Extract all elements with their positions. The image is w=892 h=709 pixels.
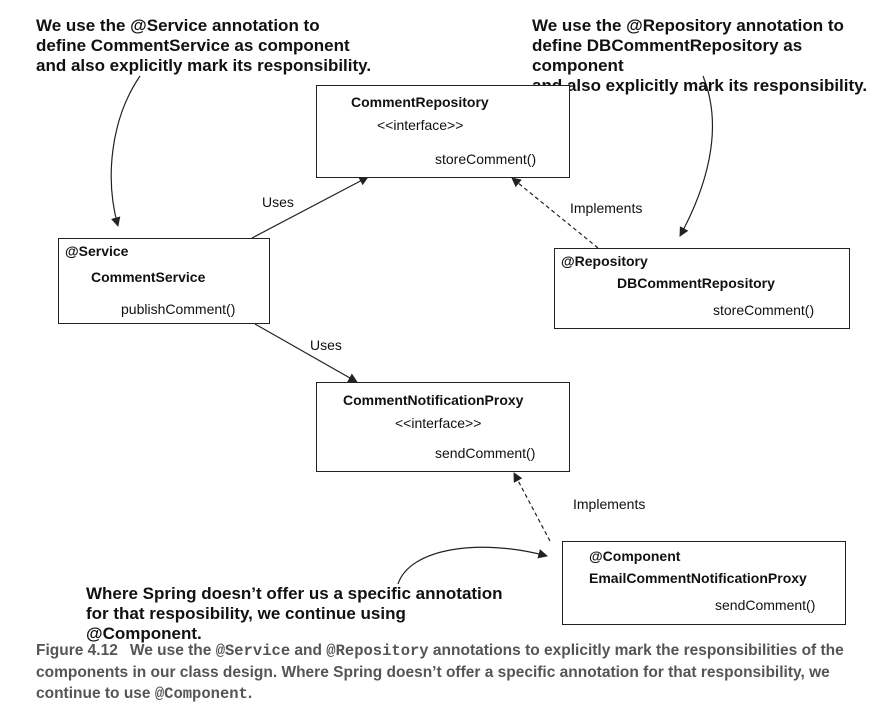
caption-text: . (247, 685, 253, 702)
method-name: storeComment() (435, 151, 537, 167)
callout-curve-component (397, 546, 548, 585)
implements-arrow-repository (511, 177, 599, 249)
method-name: sendComment() (435, 445, 536, 461)
service-annotation-note: We use the @Service annotation to define… (36, 16, 372, 75)
class-name: CommentRepository (351, 94, 489, 110)
uses-label: Uses (310, 337, 342, 353)
implements-label: Implements (573, 496, 646, 512)
implements-label: Implements (570, 200, 643, 216)
class-name: EmailCommentNotificationProxy (589, 570, 807, 586)
caption-code: @Repository (326, 642, 429, 660)
email-comment-notification-proxy-box: @Component EmailCommentNotificationProxy… (562, 541, 846, 625)
implements-arrow-notification-proxy (513, 472, 551, 542)
callout-curve-service (110, 75, 141, 227)
class-name: CommentService (91, 269, 206, 285)
caption-code: @Component (154, 685, 248, 703)
figure-number: Figure 4.12 (36, 642, 118, 659)
method-name: storeComment() (713, 302, 815, 318)
uses-arrow-repository (251, 176, 369, 239)
class-name: CommentNotificationProxy (343, 392, 524, 408)
comment-repository-box: CommentRepository <<interface>> storeCom… (316, 85, 570, 178)
class-name: DBCommentRepository (617, 275, 775, 291)
db-comment-repository-box: @Repository DBCommentRepository storeCom… (554, 248, 850, 329)
annotation-label: @Repository (561, 253, 648, 269)
stereotype-label: <<interface>> (395, 415, 482, 431)
figure-caption: Figure 4.12 We use the @Service and @Repo… (36, 640, 876, 705)
caption-text: We use the (129, 642, 216, 659)
method-name: sendComment() (715, 597, 816, 613)
caption-text: annotations to explicitly mark the respo… (36, 642, 844, 702)
caption-text: and (290, 642, 327, 659)
component-annotation-note: Where Spring doesn’t offer us a specific… (86, 584, 503, 643)
comment-service-box: @Service CommentService publishComment() (58, 238, 270, 324)
caption-code: @Service (215, 642, 291, 660)
method-name: publishComment() (121, 301, 236, 317)
uses-arrow-notification-proxy (254, 323, 358, 383)
annotation-label: @Component (589, 548, 681, 564)
stereotype-label: <<interface>> (377, 117, 464, 133)
comment-notification-proxy-box: CommentNotificationProxy <<interface>> s… (316, 382, 570, 472)
repository-annotation-note: We use the @Repository annotation to def… (532, 16, 868, 95)
uses-label: Uses (262, 194, 294, 210)
callout-curve-repository (679, 75, 714, 237)
annotation-label: @Service (65, 243, 129, 259)
